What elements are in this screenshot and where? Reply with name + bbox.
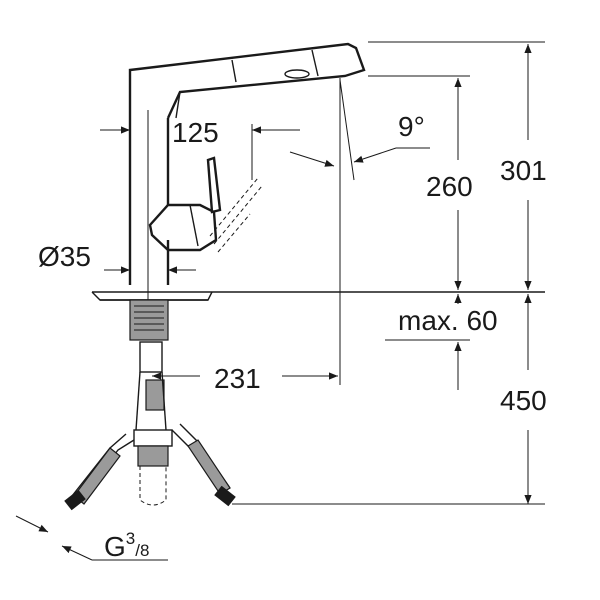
hose-reach-label: 231 (214, 363, 261, 394)
dimension-lines (15, 41, 545, 561)
supply-hoses (64, 423, 236, 511)
total-height-label: 301 (500, 155, 547, 186)
connection-subscript: /8 (135, 541, 149, 560)
max-thickness-label: max. 60 (398, 305, 498, 336)
spout-height-label: 260 (426, 171, 473, 202)
dimension-labels: 125 9° 260 301 Ø35 max. 60 231 450 G3/8 (38, 111, 547, 562)
mounting-shank (129, 299, 169, 431)
spout-angle-label: 9° (398, 111, 425, 142)
connection-thread-label: G3/8 (104, 529, 149, 562)
hose-length-label: 450 (500, 385, 547, 416)
faucet-body (128, 42, 366, 300)
base-diameter-label: Ø35 (38, 241, 91, 272)
connection-main: G (104, 531, 126, 562)
countertop (91, 291, 545, 301)
spout-reach-label: 125 (172, 117, 219, 148)
connection-superscript: 3 (126, 529, 135, 548)
